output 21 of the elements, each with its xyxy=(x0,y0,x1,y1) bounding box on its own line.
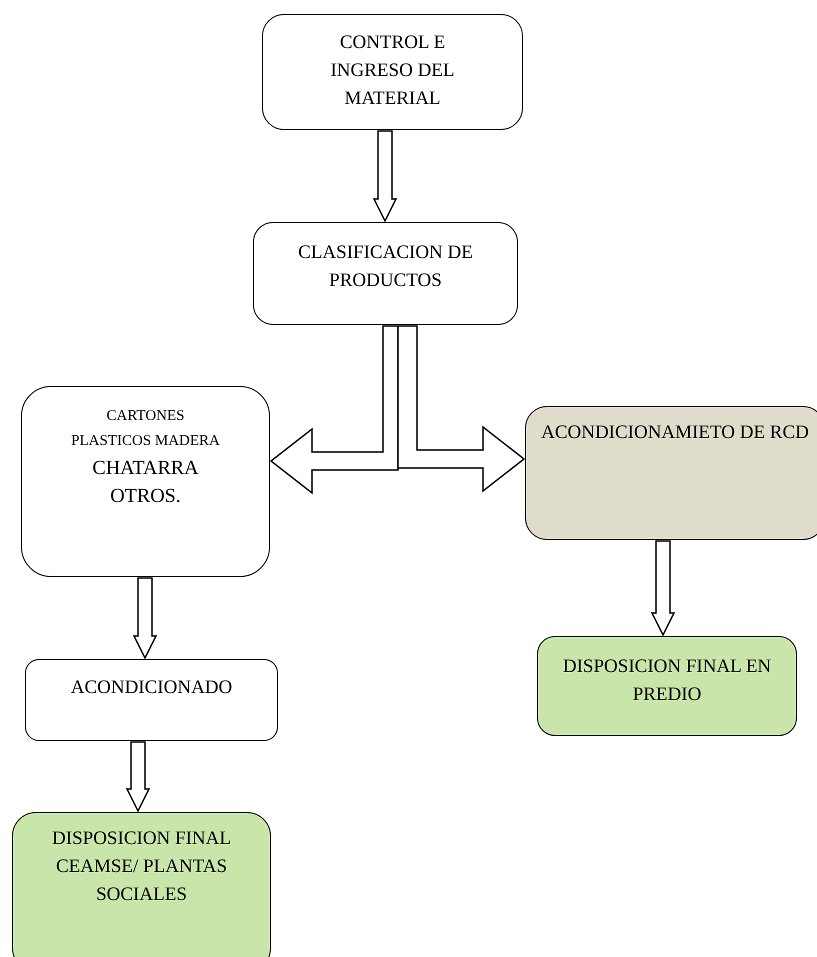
block-arrow xyxy=(270,325,399,495)
block-arrow xyxy=(372,130,398,223)
process-box xyxy=(537,636,797,736)
process-box xyxy=(525,406,817,540)
process-box xyxy=(253,222,518,325)
block-arrow xyxy=(397,325,526,493)
block-arrow xyxy=(132,577,158,660)
box-label: CARTONES PLASTICOS MADERA xyxy=(70,407,221,451)
box-label: CHATARRA OTROS. xyxy=(91,456,200,509)
process-box xyxy=(262,14,523,130)
box-label: CONTROL E INGRESO DEL MATERIAL xyxy=(329,31,456,111)
block-arrow xyxy=(126,741,150,813)
box-label: DISPOSICION FINAL CEAMSE/ PLANTAS SOCIALES xyxy=(51,827,232,907)
process-box xyxy=(21,386,270,577)
process-box xyxy=(25,659,278,741)
box-label: ACONDICIONADO xyxy=(70,676,232,700)
box-label: CLASIFICACION DE PRODUCTOS xyxy=(297,241,474,293)
process-box xyxy=(12,812,271,957)
block-arrow xyxy=(650,540,676,637)
box-label: ACONDICIONAMIETO DE RCD xyxy=(541,421,809,445)
box-label: DISPOSICION FINAL EN PREDIO xyxy=(562,655,772,707)
